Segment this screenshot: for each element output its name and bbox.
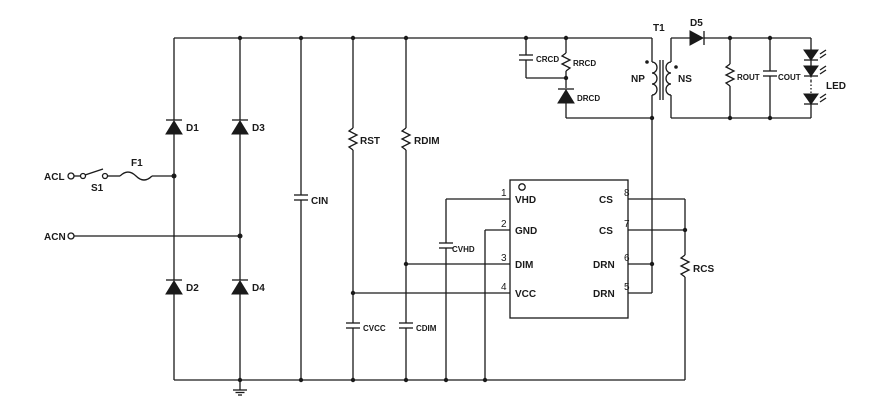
pin-5-number: 5 (624, 282, 630, 293)
rrcd-label: RRCD (573, 59, 596, 68)
cdim-label: CDIM (416, 324, 437, 333)
cs-wire (628, 198, 686, 255)
capacitor-cin-icon (294, 38, 308, 380)
output-rails (671, 37, 811, 119)
d5-label: D5 (690, 18, 703, 29)
f1-label: F1 (131, 158, 143, 169)
cout-label: COUT (778, 73, 801, 82)
resistor-rst-icon (347, 38, 359, 323)
pin-4-number: 4 (501, 282, 507, 293)
pin-cs-8-label: CS (599, 195, 613, 206)
pin-gnd-label: GND (515, 226, 537, 237)
rst-label: RST (360, 136, 380, 147)
capacitor-cvhd-icon (439, 198, 510, 380)
pin-drn-5-label: DRN (593, 289, 615, 300)
diode-d4-icon (231, 279, 249, 295)
ac-input-line (67, 168, 177, 181)
pin-7-number: 7 (624, 219, 630, 230)
ns-label: NS (678, 74, 692, 85)
led-string-icon (803, 38, 827, 118)
pin-vcc-label: VCC (515, 289, 536, 300)
drn-wire (628, 96, 653, 294)
t1-label: T1 (653, 23, 665, 34)
pin-cs-7-label: CS (599, 226, 613, 237)
diode-d3-icon (231, 119, 249, 135)
diode-d2-icon (165, 279, 183, 295)
cin-label: CIN (311, 196, 328, 207)
d1-label: D1 (186, 123, 199, 134)
d4-label: D4 (252, 283, 265, 294)
acn-label: ACN (44, 232, 66, 243)
diode-d5-icon (689, 30, 705, 46)
pin-2-number: 2 (501, 219, 507, 230)
resistor-rdim-icon (400, 38, 412, 323)
cvcc-label: CVCC (363, 324, 386, 333)
drcd-label: DRCD (577, 94, 600, 103)
pin-drn-6-label: DRN (593, 260, 615, 271)
capacitor-cout-icon (763, 38, 777, 118)
pin-dim-label: DIM (515, 260, 533, 271)
diode-d1-icon (165, 119, 183, 135)
transformer-t1-icon (645, 38, 678, 118)
pin-6-number: 6 (624, 253, 630, 264)
resistor-rout-icon (724, 38, 736, 118)
diode-drcd-icon (557, 88, 575, 104)
cvhd-label: CVHD (452, 245, 475, 254)
ground-symbol (233, 380, 247, 396)
rout-label: ROUT (737, 73, 760, 82)
led-label: LED (826, 81, 846, 92)
capacitor-cdim-icon (399, 322, 413, 380)
controller-ic (509, 179, 629, 319)
ac-neutral-line (67, 232, 243, 240)
rdim-label: RDIM (414, 136, 440, 147)
pin-3-number: 3 (501, 253, 507, 264)
pin-1-number: 1 (501, 188, 507, 199)
acl-label: ACL (44, 172, 65, 183)
d2-label: D2 (186, 283, 199, 294)
gnd-wire (484, 229, 510, 380)
capacitor-cvcc-icon (346, 322, 360, 380)
s1-label: S1 (91, 183, 104, 194)
pin-vhd-label: VHD (515, 195, 536, 206)
pin-8-number: 8 (624, 188, 630, 199)
resistor-rcs-icon (679, 254, 691, 380)
crcd-label: CRCD (536, 55, 559, 64)
d3-label: D3 (252, 123, 265, 134)
rcs-label: RCS (693, 264, 714, 275)
np-label: NP (631, 74, 645, 85)
snubber-network (519, 38, 652, 119)
